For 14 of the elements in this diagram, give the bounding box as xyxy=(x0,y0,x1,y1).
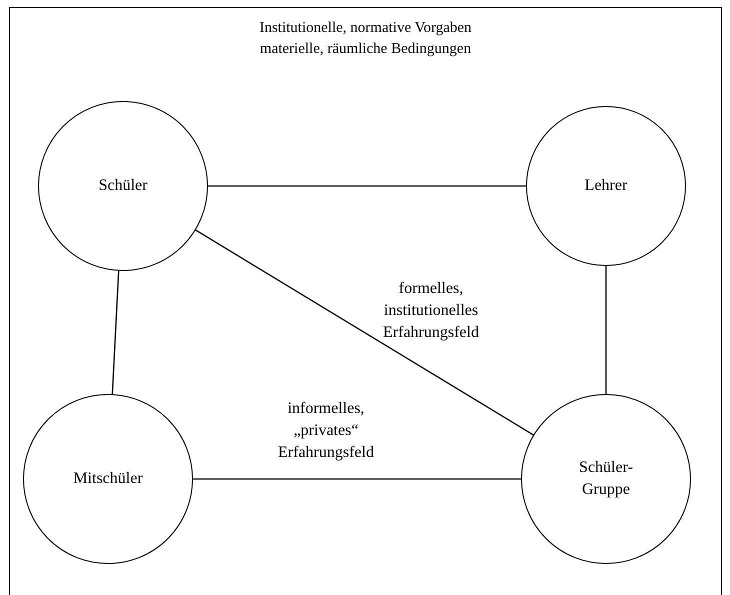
connector-line xyxy=(208,185,526,187)
node-label: Schüler-Gruppe xyxy=(578,458,634,500)
field-label: informelles, „privates“ Erfahrungsfeld xyxy=(277,399,375,463)
connector-line xyxy=(193,478,521,480)
header-text: Institutionelle, normative Vorgaben xyxy=(259,19,472,38)
header-text: materielle, räumliche Bedingungen xyxy=(260,40,472,59)
node-label: Schüler xyxy=(98,176,148,196)
field-label: formelles, institutionelles Erfahrungsfeld xyxy=(382,279,480,343)
connector-line xyxy=(195,230,534,436)
node-label: Lehrer xyxy=(584,176,628,196)
node-label: Mitschüler xyxy=(72,469,144,489)
frame xyxy=(9,7,722,595)
connector-line xyxy=(112,270,120,394)
connector-line xyxy=(605,266,607,394)
